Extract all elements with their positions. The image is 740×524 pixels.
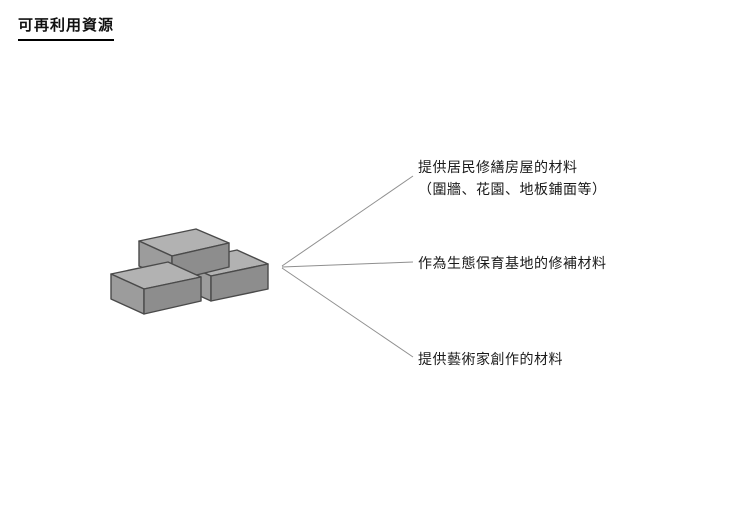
branch-label-housing-line2: （圍牆、花園、地板鋪面等） — [418, 181, 607, 197]
block-front-left — [110, 261, 202, 315]
branch-label-housing-line1: 提供居民修繕房屋的材料 — [418, 159, 578, 175]
branch-label-housing: 提供居民修繕房屋的材料 （圍牆、花園、地板鋪面等） — [418, 156, 607, 200]
concrete-blocks-icon — [110, 228, 269, 315]
connector-line-bottom — [281, 267, 414, 358]
branch-label-artists: 提供藝術家創作的材料 — [418, 351, 563, 367]
connector-line-top — [281, 175, 414, 267]
connector-lines — [281, 175, 414, 358]
connector-line-middle — [281, 261, 414, 268]
page-title: 可再利用資源 — [18, 14, 115, 41]
branch-label-ecology: 作為生態保育基地的修補材料 — [418, 255, 607, 271]
